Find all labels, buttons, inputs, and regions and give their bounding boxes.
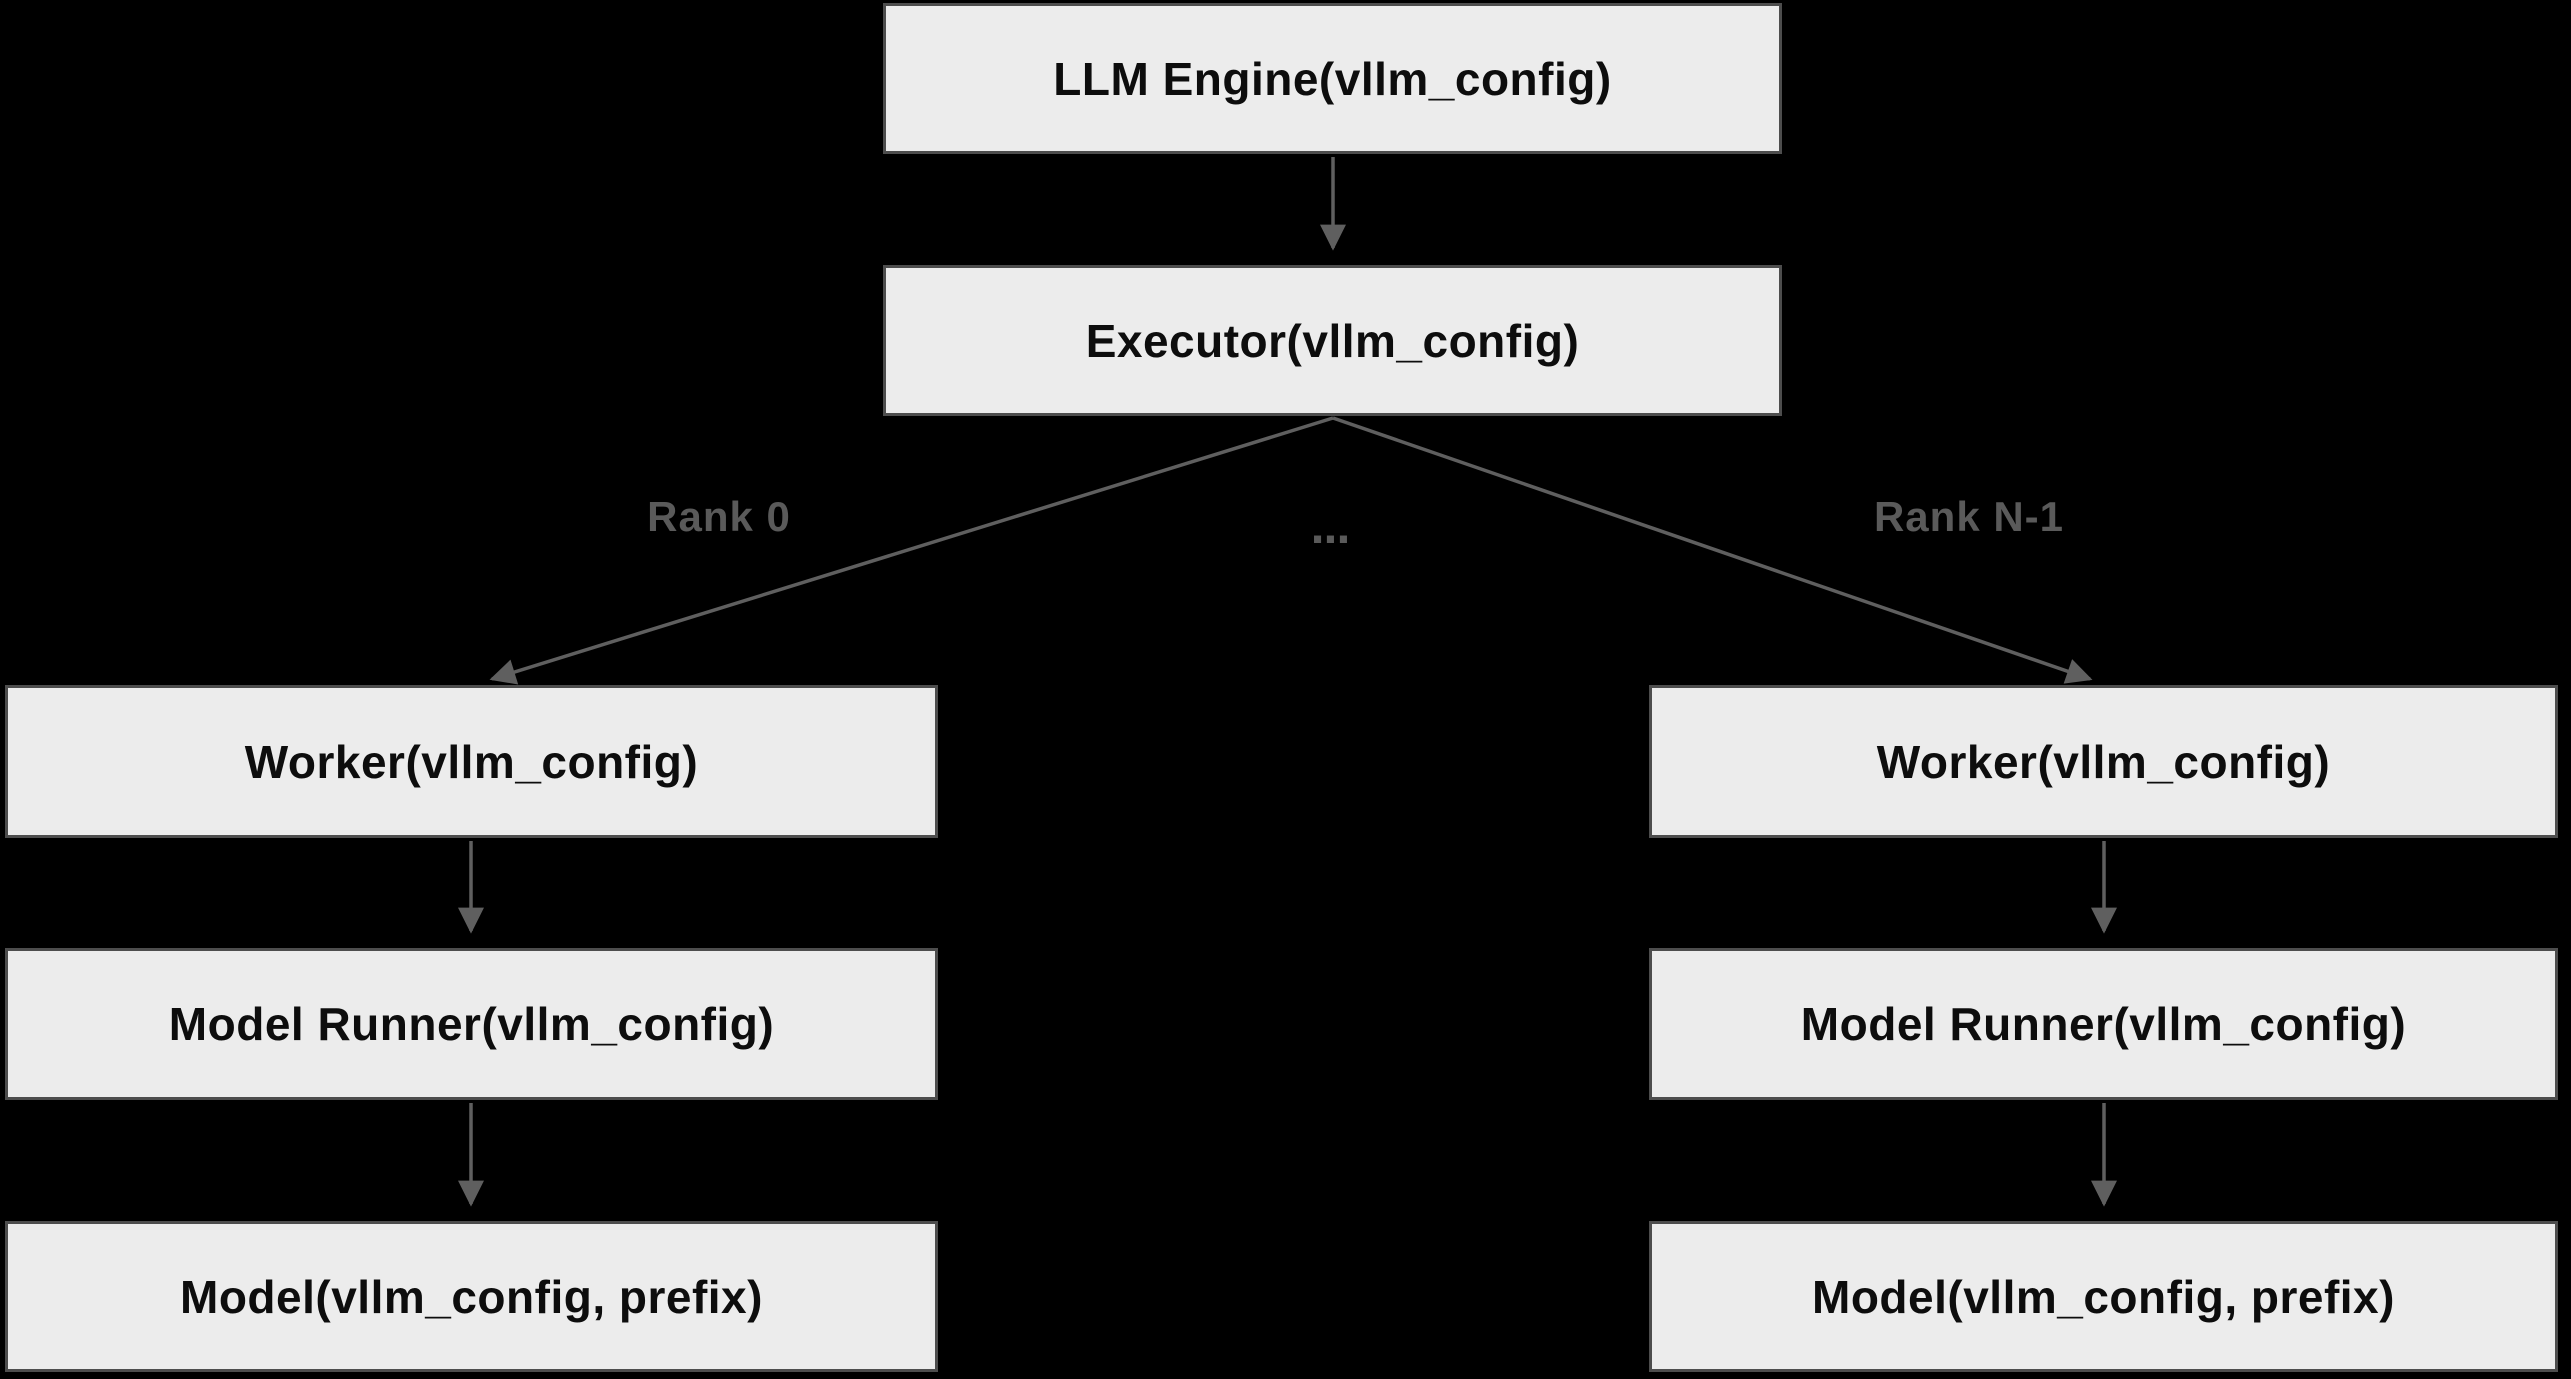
edge-label-ellipsis: ... — [1310, 498, 1351, 554]
node-worker-rank-n-1: Worker(vllm_config) — [1649, 685, 2558, 838]
edge-executor-to-worker-0 — [489, 416, 1334, 685]
node-model-rank-0: Model(vllm_config, prefix) — [5, 1221, 938, 1372]
edge-label-rank-n-1: Rank N-1 — [1873, 493, 2065, 540]
node-worker-rank-0: Worker(vllm_config) — [5, 685, 938, 838]
node-model-runner-rank-0: Model Runner(vllm_config) — [5, 948, 938, 1100]
node-executor: Executor(vllm_config) — [883, 265, 1782, 416]
edge-executor-to-worker-n — [1332, 416, 2093, 684]
node-model-runner-rank-n-1: Model Runner(vllm_config) — [1649, 948, 2558, 1100]
edge-label-rank-0: Rank 0 — [647, 493, 791, 540]
node-llm-engine: LLM Engine(vllm_config) — [883, 3, 1782, 154]
node-model-rank-n-1: Model(vllm_config, prefix) — [1649, 1221, 2558, 1372]
